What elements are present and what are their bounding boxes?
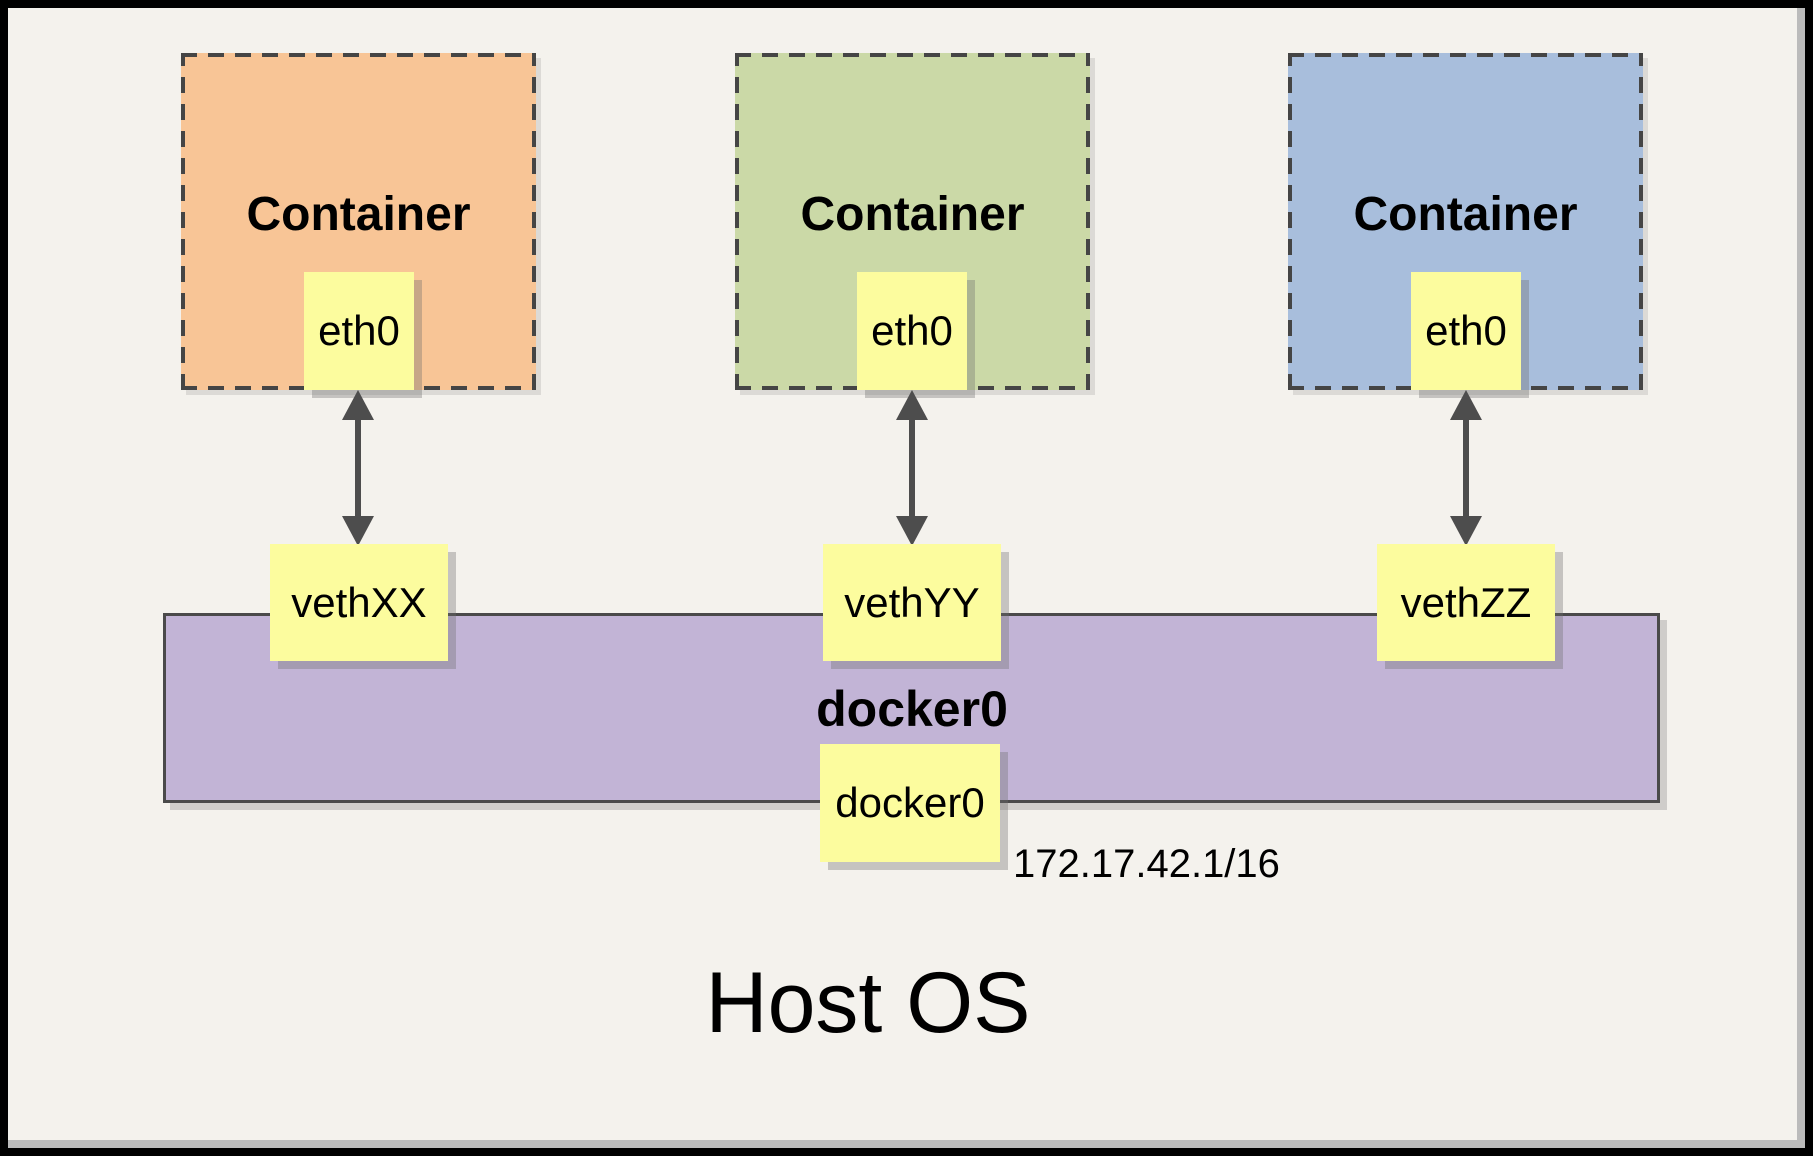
- eth0-box-3: eth0: [1411, 272, 1521, 390]
- eth0-box-1: eth0: [304, 272, 414, 390]
- veth-box-1: vethXX: [270, 544, 448, 661]
- eth0-box-2: eth0: [857, 272, 967, 390]
- double-arrow-icon-2: [896, 390, 928, 546]
- eth0-label-3: eth0: [1425, 307, 1507, 354]
- container-title-2: Container: [800, 188, 1025, 241]
- host-os-label: Host OS: [705, 955, 1031, 1051]
- veth-label-2: vethYY: [844, 578, 980, 626]
- bridge-title: docker0: [816, 681, 1008, 737]
- veth-label-1: vethXX: [291, 578, 427, 626]
- eth0-label-1: eth0: [318, 307, 400, 354]
- eth0-label-2: eth0: [871, 307, 953, 354]
- bridge-ip-label: 172.17.42.1/16: [1013, 842, 1280, 886]
- container-title-3: Container: [1353, 188, 1578, 241]
- veth-box-2: vethYY: [823, 544, 1001, 661]
- container-box-1: Container: [181, 53, 536, 390]
- docker0-interface-label: docker0: [835, 779, 985, 826]
- double-arrow-icon-1: [342, 390, 374, 546]
- diagram-canvas: Container Container Container eth0 eth0 …: [8, 8, 1805, 1148]
- veth-box-3: vethZZ: [1377, 544, 1555, 661]
- docker0-interface-box: docker0: [820, 744, 1000, 862]
- double-arrow-icon-3: [1450, 390, 1482, 546]
- container-title-1: Container: [246, 188, 471, 241]
- veth-label-3: vethZZ: [1400, 578, 1532, 626]
